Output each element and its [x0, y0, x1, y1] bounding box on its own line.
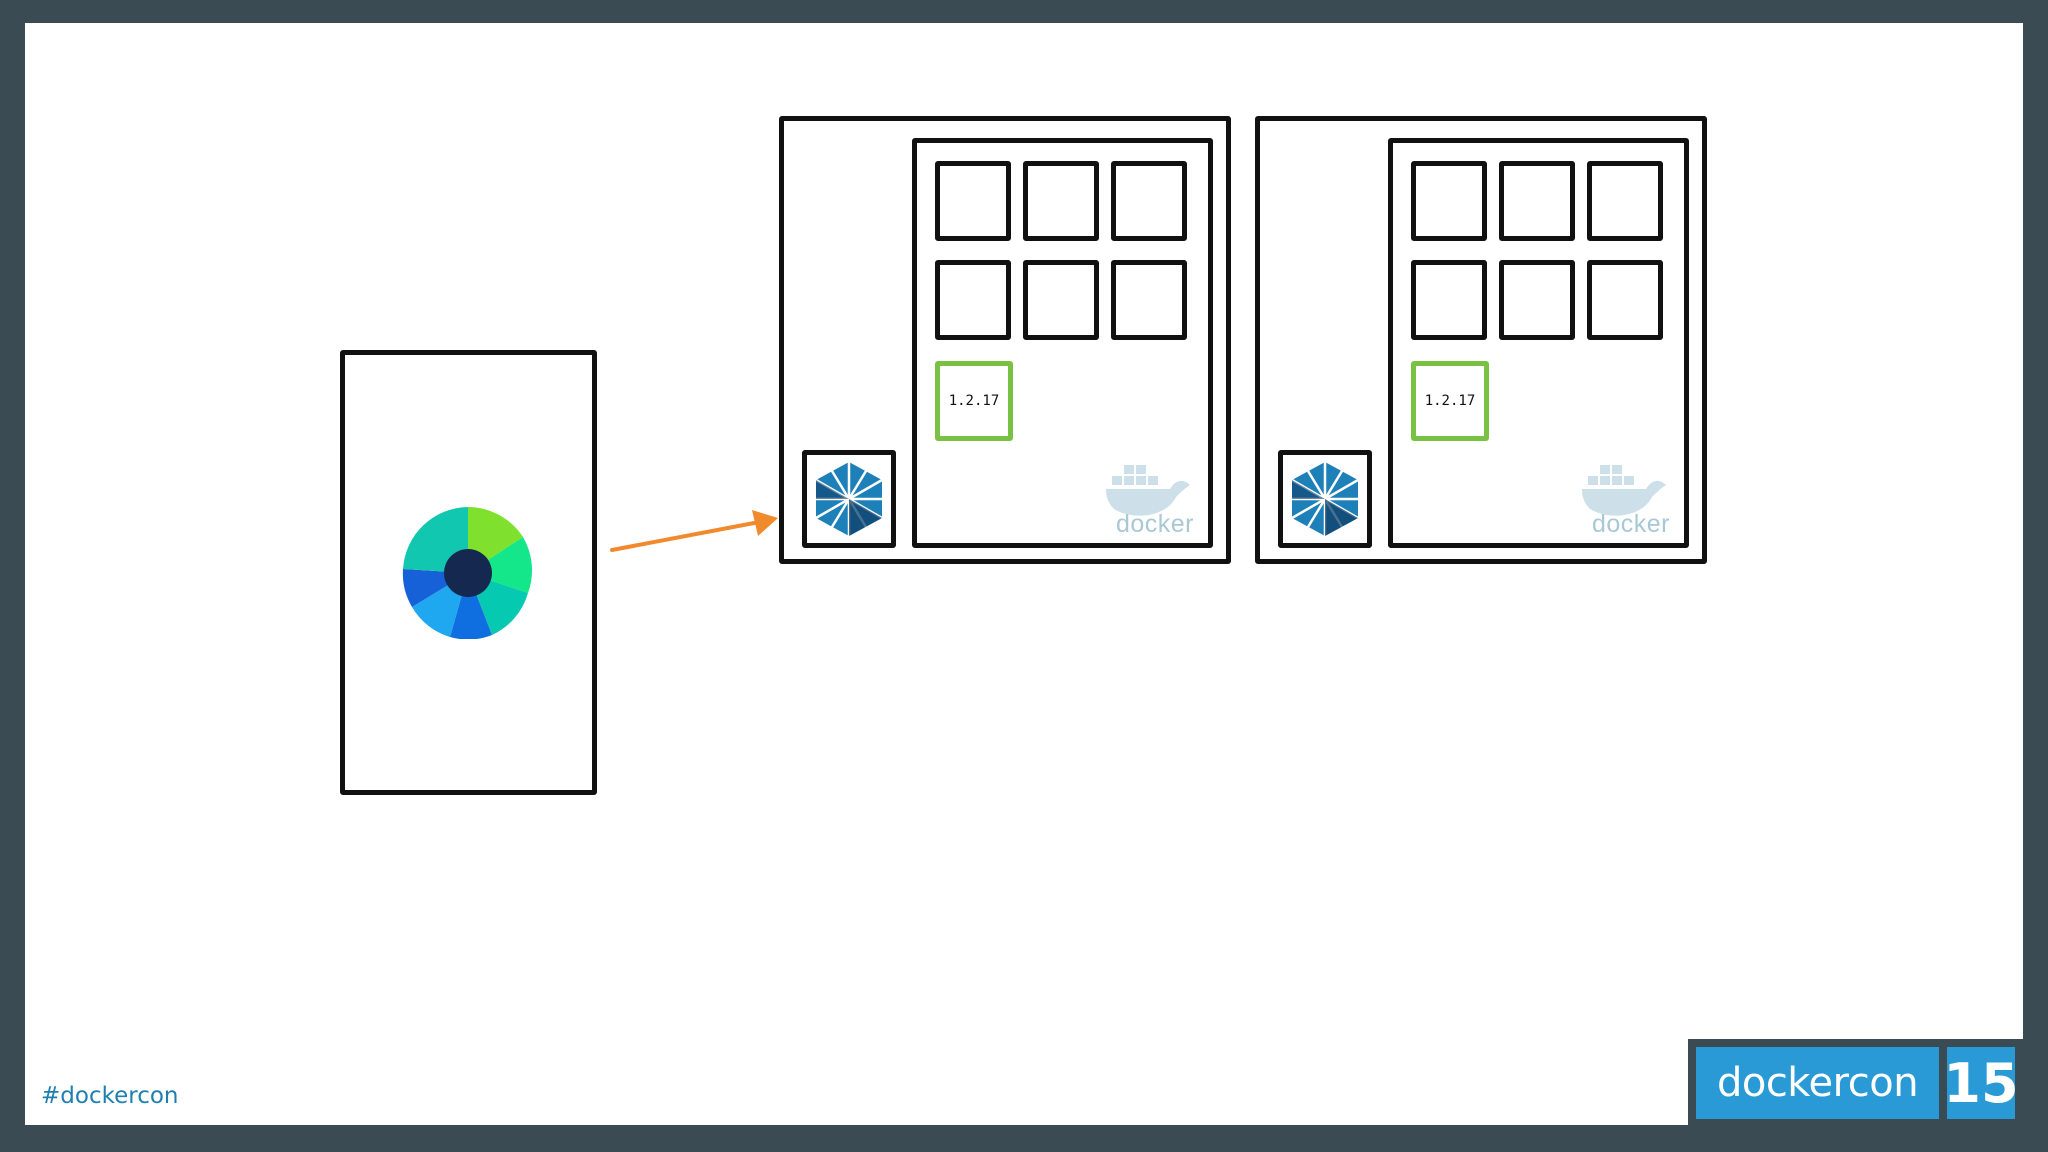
agent-box-2 [1278, 450, 1372, 548]
hexagon-logo-icon [815, 462, 883, 536]
container-slot [1587, 161, 1663, 241]
container-slot [1111, 260, 1187, 340]
hashtag-label: #dockercon [41, 1083, 179, 1109]
client-box [340, 350, 597, 795]
container-slot [935, 161, 1011, 241]
container-slot [1023, 161, 1099, 241]
container-slot [1587, 260, 1663, 340]
host-box-2: 1.2.17 docker [1255, 116, 1707, 564]
eye-logo-icon [402, 507, 533, 639]
version-container-2: 1.2.17 [1411, 361, 1489, 441]
container-slot [1499, 161, 1575, 241]
docker-wordmark: docker [1115, 510, 1194, 538]
arrow-icon [610, 510, 778, 552]
badge-year: 15 [1943, 1047, 2019, 1119]
docker-engine-box-2: 1.2.17 docker [1388, 138, 1689, 548]
agent-box-1 [802, 450, 896, 548]
host-box-1: 1.2.17 docker [779, 116, 1231, 564]
container-slot [1023, 260, 1099, 340]
docker-wordmark: docker [1591, 510, 1670, 538]
container-slot [935, 260, 1011, 340]
container-slot [1411, 260, 1487, 340]
badge-name: dockercon [1696, 1047, 1939, 1119]
container-slot [1111, 161, 1187, 241]
version-container-1: 1.2.17 [935, 361, 1013, 441]
docker-engine-box-1: 1.2.17 docker [912, 138, 1213, 548]
container-slot [1499, 260, 1575, 340]
docker-whale-icon [1582, 465, 1666, 516]
hexagon-logo-icon [1291, 462, 1359, 536]
slide: 1.2.17 docker [25, 23, 2023, 1125]
docker-whale-icon [1106, 465, 1190, 516]
container-slot [1411, 161, 1487, 241]
dockercon-badge: dockercon 15 [1688, 1039, 2023, 1125]
